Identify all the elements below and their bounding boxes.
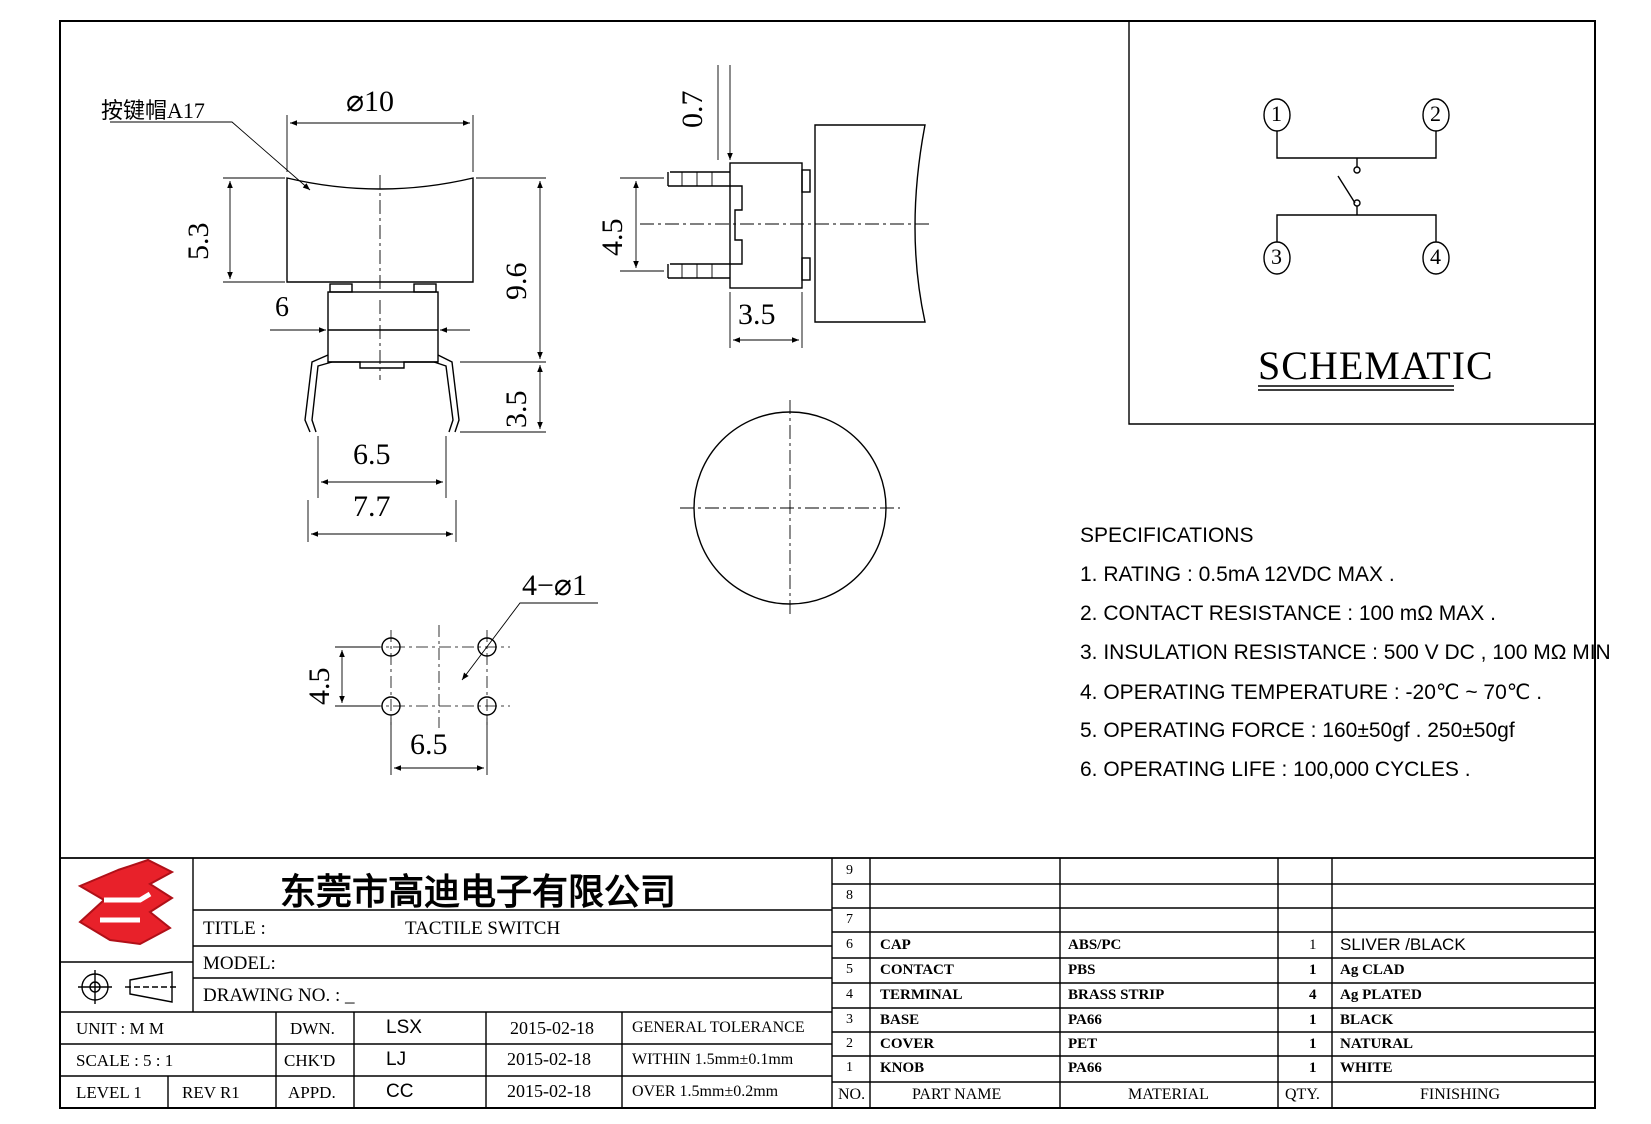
tolerance-within: WITHIN 1.5mm±0.1mm: [632, 1051, 794, 1068]
bom-material: PA66: [1068, 1060, 1102, 1076]
bom-no: 2: [846, 1036, 853, 1051]
bom-part: KNOB: [880, 1060, 925, 1076]
dim-3-5-side: 3.5: [738, 298, 776, 331]
bom-part: CONTACT: [880, 962, 954, 978]
bom-finishing: SLIVER /BLACK: [1340, 935, 1466, 954]
bom-header-material: MATERIAL: [1128, 1086, 1209, 1103]
bom-finishing: Ag CLAD: [1340, 962, 1405, 978]
bom-qty: 1: [1309, 962, 1317, 978]
dim-0-7: 0.7: [676, 90, 709, 129]
bom-part: COVER: [880, 1036, 935, 1052]
bom-no: 5: [846, 962, 853, 977]
bom-qty: 1: [1309, 937, 1317, 953]
bom-qty: 4: [1309, 987, 1317, 1003]
schematic-title: SCHEMATIC: [1258, 343, 1494, 388]
bom-finishing: Ag PLATED: [1340, 987, 1422, 1003]
cap-label: 按键帽A17: [101, 98, 205, 123]
chkd-label: CHK'D: [284, 1051, 336, 1070]
bom-part: CAP: [880, 937, 911, 953]
bom-header-finishing: FINISHING: [1420, 1086, 1500, 1103]
dim-6-5-front: 6.5: [353, 438, 391, 471]
pin-3-label: 3: [1271, 244, 1282, 269]
dwn-date: 2015-02-18: [510, 1018, 594, 1038]
spec-item: 3. INSULATION RESISTANCE : 500 V DC , 10…: [1080, 641, 1611, 664]
bom-header-part: PART NAME: [912, 1086, 1002, 1103]
bom-finishing: BLACK: [1340, 1012, 1394, 1028]
bom-qty: 1: [1309, 1036, 1317, 1052]
dim-4-5-pcb: 4.5: [303, 667, 336, 706]
bom-no: 8: [846, 888, 853, 903]
bom-no: 9: [846, 863, 853, 878]
spec-item: 2. CONTACT RESISTANCE : 100 mΩ MAX .: [1080, 602, 1496, 625]
rev-label: REV R1: [182, 1083, 240, 1102]
title-label: TITLE :: [203, 918, 266, 939]
spec-heading: SPECIFICATIONS: [1080, 524, 1254, 547]
dim-9-6: 9.6: [500, 262, 533, 301]
bom-material: ABS/PC: [1068, 937, 1122, 953]
bom-finishing: NATURAL: [1340, 1036, 1414, 1052]
bom-material: PET: [1068, 1036, 1098, 1052]
unit-label: UNIT : M M: [76, 1019, 164, 1038]
bom-no: 6: [846, 937, 853, 952]
chkd-date: 2015-02-18: [507, 1049, 591, 1069]
bom-header-no: NO.: [838, 1086, 866, 1103]
bom-material: PBS: [1068, 962, 1096, 978]
model-label: MODEL:: [203, 953, 276, 974]
dwn-label: DWN.: [290, 1019, 335, 1038]
bom-qty: 1: [1309, 1012, 1317, 1028]
spec-item: 6. OPERATING LIFE : 100,000 CYCLES .: [1080, 758, 1471, 781]
tolerance-general: GENERAL TOLERANCE: [632, 1019, 805, 1036]
spec-item: 4. OPERATING TEMPERATURE : -20℃ ~ 70℃ .: [1080, 681, 1543, 704]
chkd-name: LJ: [386, 1049, 407, 1070]
spec-item: 1. RATING : 0.5mA 12VDC MAX .: [1080, 563, 1395, 586]
appd-name: CC: [386, 1081, 414, 1102]
dim-6: 6: [275, 292, 289, 323]
pin-1-label: 1: [1271, 101, 1282, 126]
company-logo: [77, 858, 175, 946]
bom-finishing: WHITE: [1340, 1060, 1393, 1076]
company-name: 东莞市高迪电子有限公司: [280, 871, 677, 912]
scale-label: SCALE : 5 : 1: [76, 1051, 174, 1070]
bom-qty: 1: [1309, 1060, 1317, 1076]
bom-no: 7: [846, 912, 853, 927]
appd-date: 2015-02-18: [507, 1081, 591, 1101]
bom-material: PA66: [1068, 1012, 1102, 1028]
dwn-name: LSX: [386, 1017, 422, 1038]
bom-part: TERMINAL: [880, 987, 963, 1003]
bom-no: 4: [846, 987, 853, 1002]
bom-material: BRASS STRIP: [1068, 987, 1165, 1003]
pin-4-label: 4: [1430, 244, 1441, 269]
bom-no: 3: [846, 1012, 853, 1027]
dim-6-5-pcb: 6.5: [410, 728, 448, 761]
appd-label: APPD.: [288, 1083, 336, 1102]
level-label: LEVEL 1: [76, 1083, 142, 1102]
drawing-no-label: DRAWING NO. : _: [203, 985, 355, 1006]
bom-header-qty: QTY.: [1285, 1086, 1320, 1103]
tolerance-over: OVER 1.5mm±0.2mm: [632, 1083, 779, 1100]
spec-item: 5. OPERATING FORCE : 160±50gf . 250±50gf: [1080, 719, 1515, 742]
bom-no: 1: [846, 1060, 853, 1075]
dim-4-holes: 4−⌀1: [522, 569, 587, 602]
dim-diameter-10: ⌀10: [346, 85, 395, 118]
bom-part: BASE: [880, 1012, 920, 1028]
dim-7-7: 7.7: [353, 490, 391, 523]
dim-3-5-front: 3.5: [500, 390, 533, 429]
dim-5-3: 5.3: [182, 222, 215, 261]
pin-2-label: 2: [1430, 101, 1441, 126]
dim-4-5-side: 4.5: [596, 218, 629, 257]
title-value: TACTILE SWITCH: [405, 918, 561, 939]
